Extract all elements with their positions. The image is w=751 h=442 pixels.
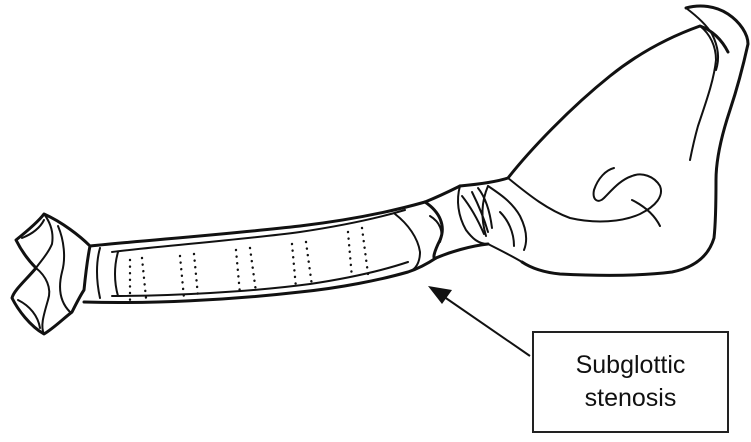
callout-line-2: stenosis (585, 382, 677, 415)
callout-label-box: Subglottic stenosis (532, 331, 729, 433)
larynx-and-epiglottis (460, 6, 748, 275)
callout-arrow (428, 286, 530, 356)
bronchial-bifurcation (12, 214, 90, 334)
trachea (84, 186, 460, 303)
callout-line-1: Subglottic (576, 349, 686, 382)
